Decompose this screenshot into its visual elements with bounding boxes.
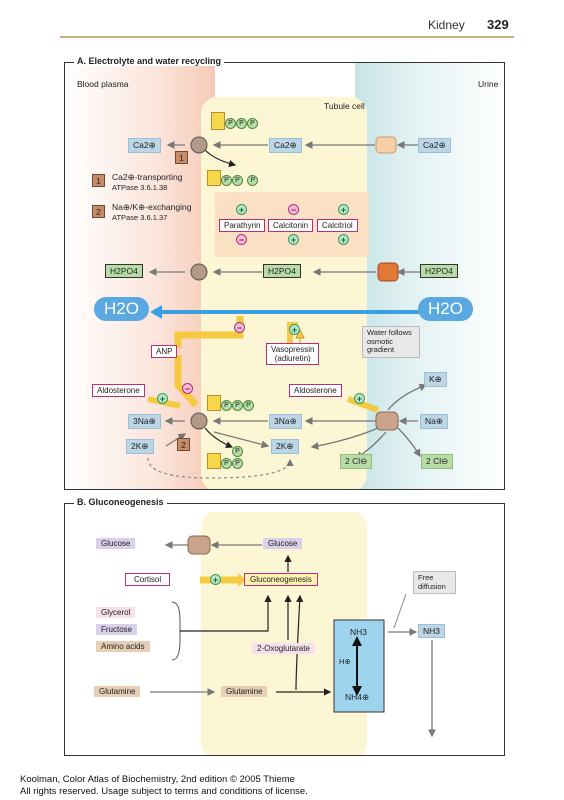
phosphate-icon: P xyxy=(232,400,243,411)
hormone-calcitriol: Calcitriol xyxy=(317,219,358,232)
k-plasma: 2K⊕ xyxy=(126,439,154,454)
page-number: 329 xyxy=(487,17,509,32)
amino-acids-substrate: Amino acids xyxy=(96,641,150,652)
plus-icon: + xyxy=(236,204,247,215)
phosphate-icon: P xyxy=(243,400,254,411)
chapter-title: Kidney xyxy=(428,18,465,32)
nh4-cell: NH4⊕ xyxy=(345,692,370,702)
phosphate-icon: P xyxy=(247,175,259,186)
header-rule xyxy=(60,36,514,38)
panel-a-title: A. Electrolyte and water recycling xyxy=(74,56,225,66)
free-diffusion-note: Free diffusion xyxy=(413,571,456,595)
minus-icon: − xyxy=(288,204,299,215)
phosphate-cell: H2PO4 xyxy=(263,264,301,278)
h2o-urine: H2O xyxy=(418,297,473,321)
glutamine-plasma: Glutamine xyxy=(94,686,141,697)
vasopressin-hormone: Vasopressin (adiuretin) xyxy=(266,343,320,366)
minus-icon: − xyxy=(236,234,247,245)
anp-hormone: ANP xyxy=(151,345,178,358)
na-plasma: 3Na⊕ xyxy=(128,414,161,429)
hormone-parathyrin: Parathyrin xyxy=(219,219,266,232)
plus-icon: + xyxy=(338,204,349,215)
pump-2-marker: 2 xyxy=(177,438,190,451)
adiuretin-label: (adiuretin) xyxy=(274,354,311,364)
fructose-substrate: Fructose xyxy=(96,624,138,635)
gluconeogenesis-box: Gluconeogenesis xyxy=(244,573,318,586)
vasopressin-label: Vasopressin xyxy=(271,345,315,354)
plus-icon: + xyxy=(157,393,168,404)
plus-icon: + xyxy=(288,234,299,245)
pump-1-marker: 1 xyxy=(175,151,188,164)
tubule-cell-label: Tubule cell xyxy=(324,101,365,111)
k-urine: K⊕ xyxy=(424,372,447,387)
cortisol-hormone: Cortisol xyxy=(125,573,171,586)
aldosterone-left: Aldosterone xyxy=(92,384,145,397)
nh3-urine: NH3 xyxy=(418,624,446,638)
ca-plasma: Ca2⊕ xyxy=(128,138,161,153)
copyright-line-2: All rights reserved. Usage subject to te… xyxy=(20,786,308,797)
ca-cell: Ca2⊕ xyxy=(269,138,302,153)
phosphate-icon: P xyxy=(221,458,232,469)
phosphate-urine: H2PO4 xyxy=(420,264,458,278)
hormone-calcitonin: Calcitonin xyxy=(268,219,314,232)
phosphate-icon: P xyxy=(232,458,243,469)
minus-icon: − xyxy=(234,322,245,333)
k-cell: 2K⊕ xyxy=(271,439,299,454)
ca-urine: Ca2⊕ xyxy=(418,138,451,153)
h-plus-ion: H⊕ xyxy=(339,657,351,666)
free-label: Free xyxy=(418,573,434,582)
legend-2-marker: 2 xyxy=(92,205,105,218)
glucose-cell: Glucose xyxy=(263,538,303,549)
blood-plasma-label: Blood plasma xyxy=(77,79,129,89)
phosphate-icon: P xyxy=(221,175,232,186)
cl-urine: 2 Cl⊖ xyxy=(421,454,454,469)
plus-icon: + xyxy=(354,393,365,404)
copyright-line-1: Koolman, Color Atlas of Biochemistry, 2n… xyxy=(20,774,295,785)
phosphate-icon: P xyxy=(236,118,247,130)
water-note: Water follows osmotic gradient xyxy=(362,326,420,358)
urine-label: Urine xyxy=(478,79,499,89)
oxoglutarate: 2-Oxoglutarate xyxy=(252,643,315,654)
phosphate-icon: P xyxy=(225,118,236,130)
phosphate-icon: P xyxy=(221,400,232,411)
cl-cell: 2 Cl⊖ xyxy=(340,454,373,469)
glutamine-cell: Glutamine xyxy=(221,686,268,697)
diffusion-label: diffusion xyxy=(418,581,446,591)
glucose-plasma: Glucose xyxy=(96,538,136,549)
legend-1-ec: ATPase 3.6.1.38 xyxy=(112,183,168,192)
phosphate-plasma: H2PO4 xyxy=(105,264,143,278)
na-urine: Na⊕ xyxy=(420,414,448,429)
h2o-plasma: H2O xyxy=(94,297,149,321)
minus-icon: − xyxy=(182,383,193,394)
glycerol-substrate: Glycerol xyxy=(96,607,136,618)
panel-b-title: B. Gluconeogenesis xyxy=(74,497,167,507)
legend-2-title: Na⊕/K⊕-exchanging xyxy=(112,202,192,212)
aldosterone-right: Aldosterone xyxy=(289,384,342,397)
plus-icon: + xyxy=(338,234,349,245)
plus-icon: + xyxy=(289,324,300,335)
phosphate-icon: P xyxy=(232,446,243,457)
legend-1-title: Ca2⊕-transporting xyxy=(112,172,183,182)
plus-icon: + xyxy=(210,574,221,585)
phosphate-icon: P xyxy=(232,175,243,186)
na-cell: 3Na⊕ xyxy=(269,414,302,429)
legend-1-marker: 1 xyxy=(92,174,105,187)
legend-2-ec: ATPase 3.6.1.37 xyxy=(112,213,168,222)
nh3-cell: NH3 xyxy=(350,627,368,637)
phosphate-icon: P xyxy=(247,118,258,130)
